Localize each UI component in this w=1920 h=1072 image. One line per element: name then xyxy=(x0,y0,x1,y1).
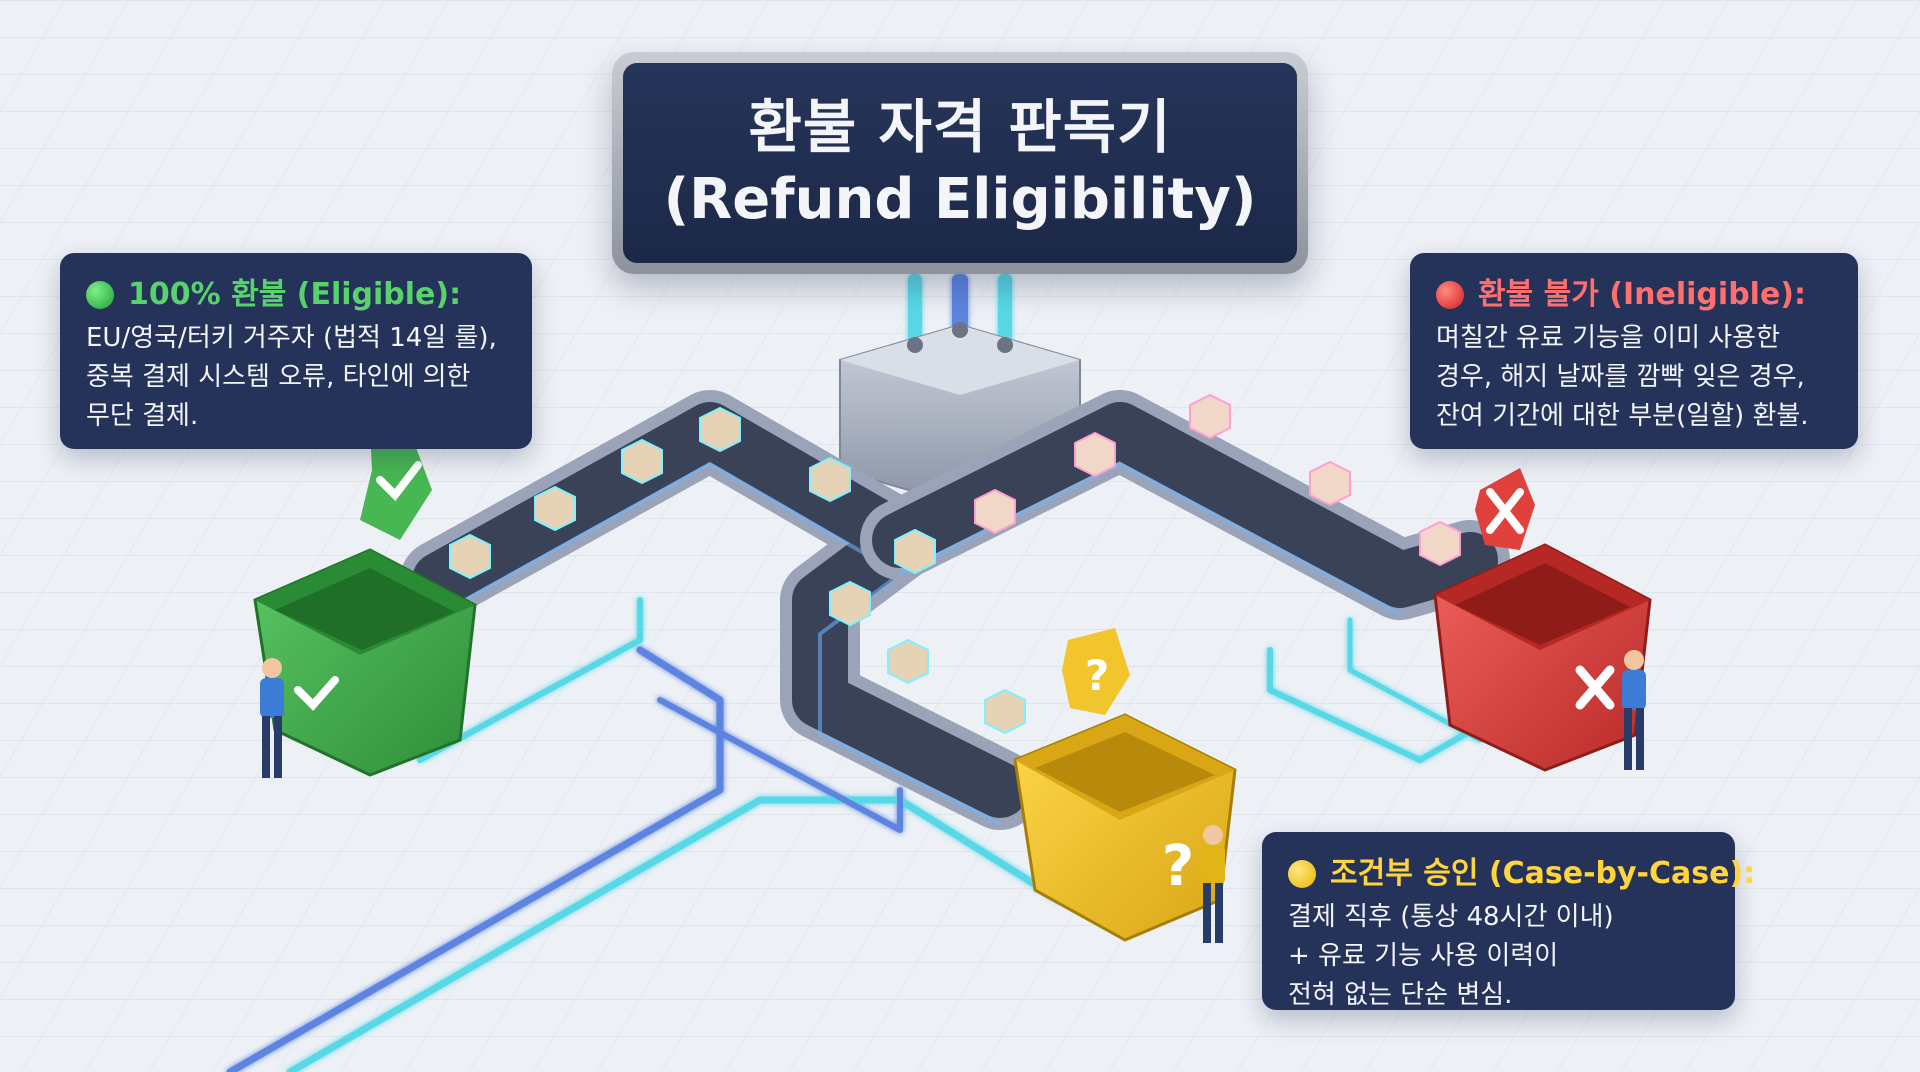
title-korean: 환불 자격 판독기 xyxy=(748,93,1172,161)
title-english: (Refund Eligibility) xyxy=(663,167,1257,232)
worker xyxy=(260,658,284,778)
ineligible-line: 며칠간 유료 기능을 이미 사용한 xyxy=(1436,323,1781,353)
pipe-blue-2 xyxy=(657,697,903,833)
parcel xyxy=(449,533,491,580)
case-by-case-bin: ? ? xyxy=(1013,628,1237,943)
eligible-line: 중복 결제 시스템 오류, 타인에 의한 xyxy=(86,362,471,392)
case-heading: 조건부 승인 (Case-by-Case): xyxy=(1330,856,1756,891)
check-icon xyxy=(294,430,432,711)
floor-pipes xyxy=(226,597,1493,1072)
svg-text:?: ? xyxy=(1162,834,1194,899)
parcel xyxy=(984,688,1026,735)
case-heading-row: 조건부 승인 (Case-by-Case): xyxy=(1288,854,1755,894)
pipe-cyan-1 xyxy=(286,796,1064,1072)
ineligible-body: 며칠간 유료 기능을 이미 사용한 경우, 해지 날짜를 깜빡 잊은 경우, 잔… xyxy=(1436,319,1832,436)
parcel xyxy=(699,406,741,453)
red-dot-icon xyxy=(1436,281,1464,309)
parcel xyxy=(534,485,576,532)
title-plate: 환불 자격 판독기 (Refund Eligibility) xyxy=(612,52,1308,274)
parcel xyxy=(894,528,936,575)
question-icon: ? ? xyxy=(1062,628,1194,899)
ineligible-bin xyxy=(1433,468,1652,772)
ineligible-heading: 환불 불가 (Ineligible): xyxy=(1478,277,1807,312)
pipe-cyan-3 xyxy=(1267,647,1493,763)
case-body: 결제 직후 (통상 48시간 이내) + 유료 기능 사용 이력이 전혀 없는 … xyxy=(1288,898,1709,1015)
parcel xyxy=(621,438,663,485)
worker xyxy=(1201,825,1225,943)
ineligible-line: 경우, 해지 날짜를 깜빡 잊은 경우, xyxy=(1436,362,1805,392)
conveyor-belts xyxy=(400,390,1510,830)
case-line: 결제 직후 (통상 48시간 이내) xyxy=(1288,902,1614,932)
eligible-bin xyxy=(253,430,477,778)
eligible-line: EU/영국/터키 거주자 (법적 14일 룰), xyxy=(86,323,497,353)
eligible-heading: 100% 환불 (Eligible): xyxy=(128,277,462,312)
yellow-dot-icon xyxy=(1288,860,1316,888)
worker xyxy=(1622,650,1646,770)
parcel xyxy=(1419,520,1461,567)
eligible-body: EU/영국/터키 거주자 (법적 14일 룰), 중복 결제 시스템 오류, 타… xyxy=(86,319,506,436)
pipe-blue-1 xyxy=(226,646,724,1072)
eligible-line: 무단 결제. xyxy=(86,401,199,431)
pipe-cyan-4 xyxy=(1347,617,1483,743)
svg-text:?: ? xyxy=(1085,651,1109,700)
x-icon xyxy=(1475,468,1615,710)
parcel xyxy=(1074,431,1116,478)
parcel xyxy=(1309,460,1351,507)
case-line: + 유료 기능 사용 이력이 xyxy=(1288,941,1559,971)
parcels xyxy=(449,393,1461,735)
ineligible-callout: 환불 불가 (Ineligible): 며칠간 유료 기능을 이미 사용한 경우… xyxy=(1410,253,1858,449)
ineligible-line: 잔여 기간에 대한 부분(일할) 환불. xyxy=(1436,401,1809,431)
parcel xyxy=(829,580,871,627)
parcel xyxy=(1189,393,1231,440)
case-by-case-callout: 조건부 승인 (Case-by-Case): 결제 직후 (통상 48시간 이내… xyxy=(1262,832,1755,1010)
eligible-callout: 100% 환불 (Eligible): EU/영국/터키 거주자 (법적 14일… xyxy=(60,253,532,449)
case-line: 전혀 없는 단순 변심. xyxy=(1288,980,1513,1010)
green-dot-icon xyxy=(86,281,114,309)
eligible-heading-row: 100% 환불 (Eligible): xyxy=(86,275,506,315)
parcel xyxy=(974,488,1016,535)
pipe-cyan-2 xyxy=(417,597,643,763)
parcel xyxy=(809,456,851,503)
ineligible-heading-row: 환불 불가 (Ineligible): xyxy=(1436,275,1832,315)
title-panel: 환불 자격 판독기 (Refund Eligibility) xyxy=(623,63,1297,263)
parcel xyxy=(887,638,929,685)
